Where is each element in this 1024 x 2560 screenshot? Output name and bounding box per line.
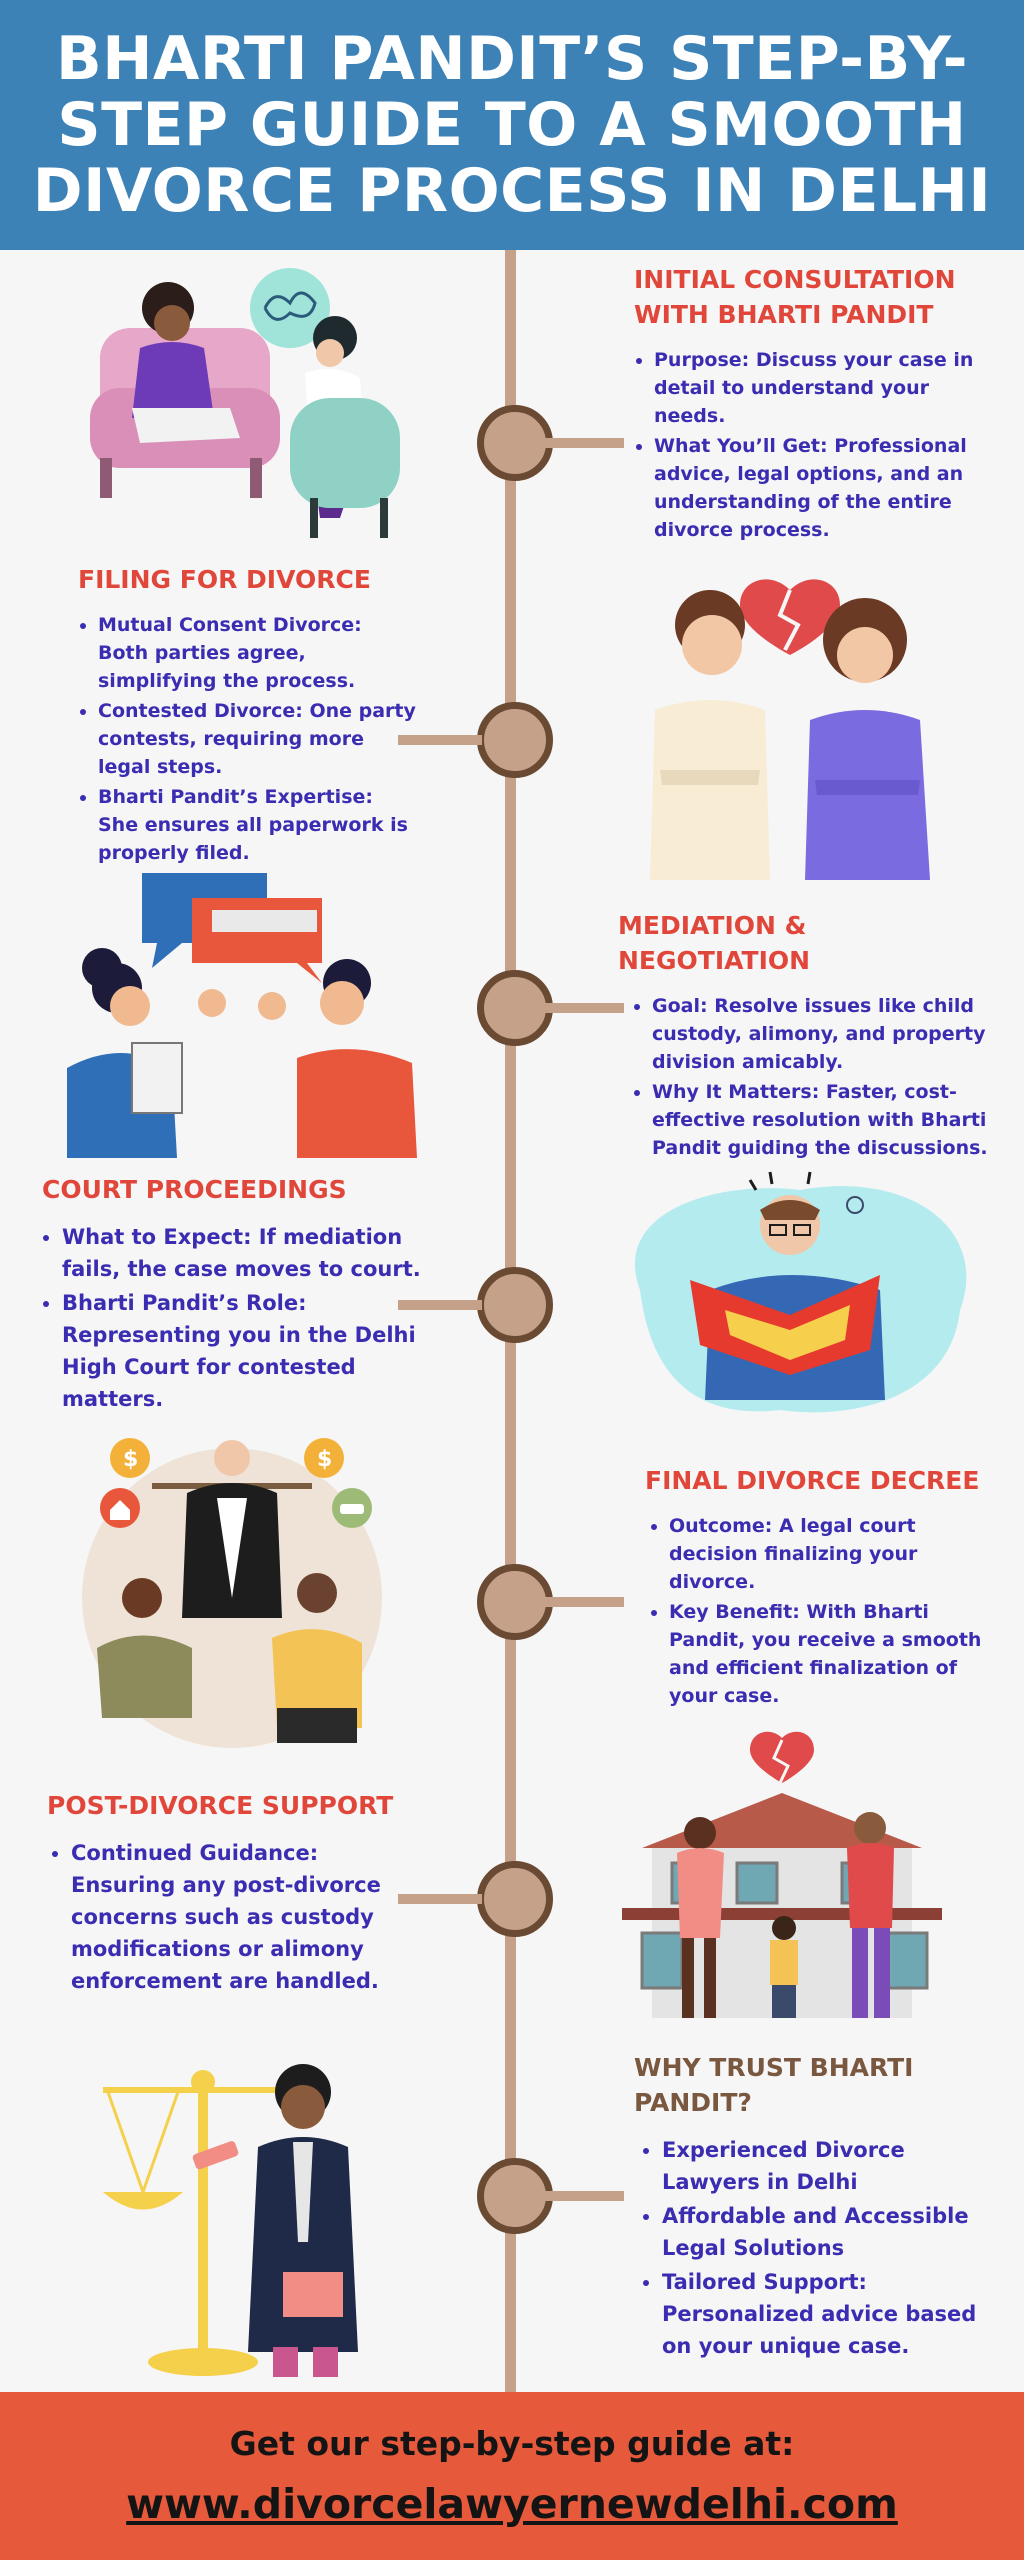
timeline-connector-1 [540, 438, 624, 448]
section-final-divorce-decree: FINAL DIVORCE DECREE Outcome: A legal co… [645, 1463, 995, 1712]
judge-scales-of-justice-icon [103, 2064, 358, 2377]
section-title: FINAL DIVORCE DECREE [645, 1466, 980, 1495]
section-title: FILING FOR DIVORCE [78, 565, 371, 594]
section-title: POST-DIVORCE SUPPORT [47, 1791, 394, 1820]
section-mediation-negotiation: MEDIATION & NEGOTIATION Goal: Resolve is… [618, 908, 998, 1164]
section-bullet: What You’ll Get: Professional advice, le… [654, 432, 994, 544]
section-bullet: Why It Matters: Faster, cost-effective r… [652, 1078, 998, 1162]
section-initial-consultation: INITIAL CONSULTATION WITH BHARTI PANDIT … [634, 262, 994, 546]
timeline-connector-5 [540, 1597, 624, 1607]
family-house-broken-heart-icon [622, 1731, 942, 2018]
page-header: BHARTI PANDIT’S STEP-BY-STEP GUIDE TO A … [0, 0, 1024, 250]
section-title: COURT PROCEEDINGS [42, 1175, 347, 1204]
section-why-trust: WHY TRUST BHARTI PANDIT? Experienced Div… [634, 2050, 994, 2364]
section-bullet: Mutual Consent Divorce: Both parties agr… [98, 611, 418, 695]
scales-asset-division-icon: $ $ [82, 1438, 382, 1748]
footer-url-link[interactable]: www.divorcelawyernewdelhi.com [126, 2480, 898, 2528]
timeline-connector-2 [398, 735, 482, 745]
section-bullet: Key Benefit: With Bharti Pandit, you rec… [669, 1598, 995, 1710]
section-filing-for-divorce: FILING FOR DIVORCE Mutual Consent Divorc… [78, 562, 418, 869]
section-bullet: Purpose: Discuss your case in detail to … [654, 346, 994, 430]
timeline-node-6 [477, 1861, 553, 1937]
section-bullet: Bharti Pandit’s Role: Representing you i… [62, 1287, 422, 1415]
broken-heart-couple-icon [650, 579, 930, 880]
timeline-connector-3 [540, 1003, 624, 1013]
timeline-node-4 [477, 1267, 553, 1343]
section-court-proceedings: COURT PROCEEDINGS What to Expect: If med… [42, 1172, 422, 1417]
timeline-node-2 [477, 702, 553, 778]
svg-text:$: $ [123, 1447, 138, 1472]
section-bullet: Contested Divorce: One party contests, r… [98, 697, 418, 781]
section-bullet: Affordable and Accessible Legal Solution… [662, 2200, 994, 2264]
stressed-man-reading-icon [634, 1171, 967, 1413]
section-bullet: Continued Guidance: Ensuring any post-di… [71, 1837, 427, 1997]
timeline-connector-4 [398, 1300, 482, 1310]
therapy-session-icon [90, 268, 400, 538]
page-title: BHARTI PANDIT’S STEP-BY-STEP GUIDE TO A … [32, 24, 992, 226]
section-bullet: Goal: Resolve issues like child custody,… [652, 992, 998, 1076]
footer-cta-text: Get our step-by-step guide at: [229, 2424, 795, 2463]
timeline-connector-7 [540, 2191, 624, 2201]
argument-speech-bubbles-icon [67, 873, 417, 1158]
section-title: INITIAL CONSULTATION WITH BHARTI PANDIT [634, 265, 956, 329]
timeline-connector-6 [398, 1894, 482, 1904]
section-bullet: What to Expect: If mediation fails, the … [62, 1221, 422, 1285]
timeline-node-1 [477, 405, 553, 481]
section-title: MEDIATION & NEGOTIATION [618, 911, 811, 975]
section-bullet: Tailored Support: Personalized advice ba… [662, 2266, 994, 2362]
footer-cta: Get our step-by-step guide at: www.divor… [0, 2392, 1024, 2560]
section-bullet: Experienced Divorce Lawyers in Delhi [662, 2134, 994, 2198]
section-bullet: Outcome: A legal court decision finalizi… [669, 1512, 995, 1596]
section-title: WHY TRUST BHARTI PANDIT? [634, 2053, 914, 2117]
svg-text:$: $ [317, 1447, 332, 1472]
section-bullet: Bharti Pandit’s Expertise: She ensures a… [98, 783, 418, 867]
section-post-divorce-support: POST-DIVORCE SUPPORT Continued Guidance:… [47, 1788, 427, 1999]
